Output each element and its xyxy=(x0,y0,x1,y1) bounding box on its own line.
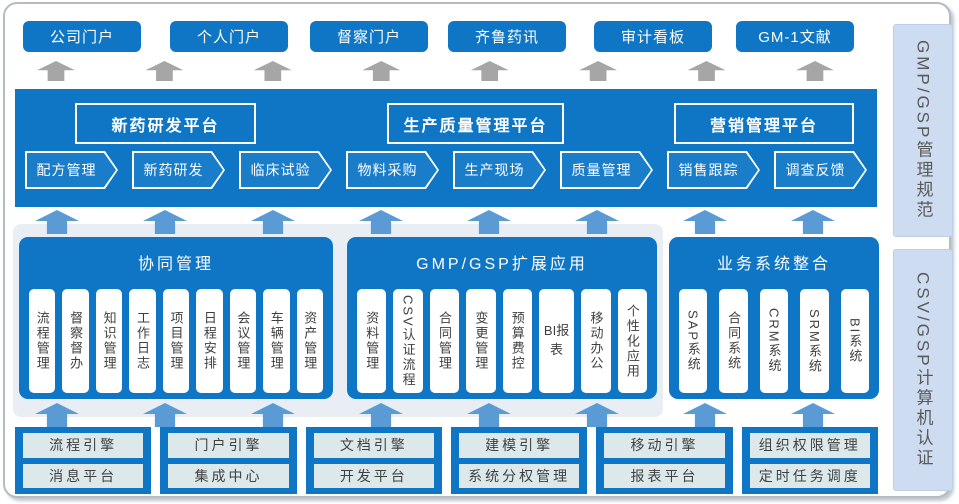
module-card: 合同系统 xyxy=(719,289,748,393)
section-items: 流程管理 督察督办 知识管理 工作日志 项目管理 日程安排 会议管理 车辆管理 … xyxy=(29,289,323,393)
up-arrow-icon xyxy=(791,210,835,234)
process-chevrons: 配方管理 新药研发 临床试验 物料采购 生产现场 质量管理 销售跟踪 调查反馈 xyxy=(25,151,867,189)
module-card: 工作日志 xyxy=(129,289,156,393)
chevron-quality: 质量管理 xyxy=(560,151,653,189)
section-business-systems: 业务系统整合 SAP系统 合同系统 CRM系统 SRM系统 BI系统 xyxy=(669,237,879,399)
module-card: 预算费控 xyxy=(502,289,532,393)
up-arrow-icon xyxy=(37,61,75,81)
section-gmp-gsp-apps: GMP/GSP扩展应用 资料管理 CSV认证流程 合同管理 变更管理 预算费控 … xyxy=(347,237,657,399)
engine-cell: 定时任务调度 xyxy=(749,463,870,488)
up-arrow-icon xyxy=(251,210,295,234)
module-card: 日程安排 xyxy=(196,289,223,393)
chevron-material: 物料采购 xyxy=(346,151,439,189)
portal-gm1-docs: GM-1文献 xyxy=(736,21,854,52)
up-arrow-icon xyxy=(253,61,292,81)
up-arrow-icon xyxy=(791,403,835,427)
up-arrow-icon xyxy=(359,210,403,234)
up-arrow-icon xyxy=(143,403,187,427)
foundation-block: 文档引擎 开发平台 xyxy=(305,427,442,494)
module-card: SRM系统 xyxy=(800,289,829,393)
module-card: 资料管理 xyxy=(357,289,387,393)
up-arrow-icon xyxy=(362,61,401,81)
module-card: 督察督办 xyxy=(62,289,89,393)
engine-cell: 消息平台 xyxy=(23,463,144,488)
foundation-block: 移动引擎 报表平台 xyxy=(596,427,733,494)
module-card: 项目管理 xyxy=(162,289,190,393)
module-card: BI系统 xyxy=(840,289,870,393)
section-items: SAP系统 合同系统 CRM系统 SRM系统 BI系统 xyxy=(679,289,870,393)
up-arrow-icon xyxy=(470,61,509,81)
engine-cell: 文档引擎 xyxy=(313,433,434,458)
section-title: 协同管理 xyxy=(137,256,214,273)
up-arrow-icon xyxy=(579,61,618,81)
module-card: 个性化应用 xyxy=(617,289,647,393)
portal-inspect: 督察门户 xyxy=(310,21,428,52)
engine-cell: 开发平台 xyxy=(313,463,434,488)
module-card: 车辆管理 xyxy=(263,289,290,393)
portal-company: 公司门户 xyxy=(23,21,141,52)
chevron-feedback: 调查反馈 xyxy=(774,151,867,189)
foundation-block: 组织权限管理 定时任务调度 xyxy=(741,427,878,494)
up-arrow-icon xyxy=(35,210,79,234)
engine-cell: 流程引擎 xyxy=(23,433,144,458)
up-arrow-icon xyxy=(795,61,834,81)
sidebar-csv-gsp-certification: CSV/GSP计算机认证 xyxy=(893,249,953,491)
gray-arrow-row xyxy=(37,61,834,81)
up-arrow-icon xyxy=(683,403,727,427)
module-card: 变更管理 xyxy=(466,289,496,393)
engine-cell: 集成中心 xyxy=(168,463,289,488)
module-card: 移动办公 xyxy=(581,289,611,393)
module-card: 资产管理 xyxy=(296,289,323,393)
slide-frame: 公司门户 个人门户 督察门户 齐鲁药讯 审计看板 GM-1文献 新药研发平台 生… xyxy=(3,2,953,498)
engine-cell: 移动引擎 xyxy=(604,433,725,458)
chevron-sales: 销售跟踪 xyxy=(667,151,760,189)
platform-band: 新药研发平台 生产质量管理平台 营销管理平台 配方管理 新药研发 临床试验 物料… xyxy=(15,89,877,207)
module-card: CRM系统 xyxy=(759,289,789,393)
platform-rnd: 新药研发平台 xyxy=(75,103,256,144)
chevron-newdrug: 新药研发 xyxy=(132,151,225,189)
section-title: GMP/GSP扩展应用 xyxy=(416,256,588,273)
up-arrow-icon xyxy=(145,61,184,81)
up-arrow-icon xyxy=(575,403,619,427)
engine-cell: 系统分权管理 xyxy=(458,463,580,488)
up-arrow-icon xyxy=(143,210,187,234)
chevron-formula: 配方管理 xyxy=(25,151,118,189)
up-arrow-icon xyxy=(575,210,619,234)
up-arrow-icon xyxy=(683,210,727,234)
module-card: BI报表 xyxy=(538,289,575,393)
up-arrow-icon xyxy=(687,61,726,81)
engine-cell: 建模引擎 xyxy=(458,433,580,458)
up-arrow-icon xyxy=(467,403,511,427)
blue-arrow-row-upper xyxy=(35,210,835,234)
up-arrow-icon xyxy=(467,210,511,234)
foundation-block: 门户引擎 集成中心 xyxy=(160,427,297,494)
module-card: 会议管理 xyxy=(229,289,257,393)
up-arrow-icon xyxy=(35,403,79,427)
section-items: 资料管理 CSV认证流程 合同管理 变更管理 预算费控 BI报表 移动办公 个性… xyxy=(357,289,647,393)
engine-cell: 组织权限管理 xyxy=(749,433,870,458)
module-card: 流程管理 xyxy=(29,289,56,393)
platform-marketing: 营销管理平台 xyxy=(674,103,854,144)
foundation-row: 流程引擎 消息平台 门户引擎 集成中心 文档引擎 开发平台 建模引擎 系统分权管… xyxy=(15,427,878,494)
up-arrow-icon xyxy=(251,403,295,427)
portal-audit: 审计看板 xyxy=(594,21,712,52)
platform-quality: 生产质量管理平台 xyxy=(387,103,564,144)
module-card: 知识管理 xyxy=(95,289,123,393)
module-card: 合同管理 xyxy=(429,289,460,393)
blue-arrow-row-lower xyxy=(35,403,835,427)
up-arrow-icon xyxy=(359,403,403,427)
portal-news: 齐鲁药讯 xyxy=(448,21,566,52)
engine-cell: 门户引擎 xyxy=(168,433,289,458)
chevron-clinical: 临床试验 xyxy=(239,151,332,189)
module-card: SAP系统 xyxy=(679,289,708,393)
engine-cell: 报表平台 xyxy=(604,463,725,488)
section-title: 业务系统整合 xyxy=(716,256,831,273)
portal-personal: 个人门户 xyxy=(170,21,288,52)
section-collaboration: 协同管理 流程管理 督察督办 知识管理 工作日志 项目管理 日程安排 会议管理 … xyxy=(19,237,333,399)
foundation-block: 流程引擎 消息平台 xyxy=(15,427,152,494)
foundation-block: 建模引擎 系统分权管理 xyxy=(450,427,588,494)
module-card: CSV认证流程 xyxy=(393,289,423,393)
chevron-site: 生产现场 xyxy=(453,151,546,189)
sidebar-gmp-gsp-standard: GMP/GSP管理规范 xyxy=(893,24,953,237)
